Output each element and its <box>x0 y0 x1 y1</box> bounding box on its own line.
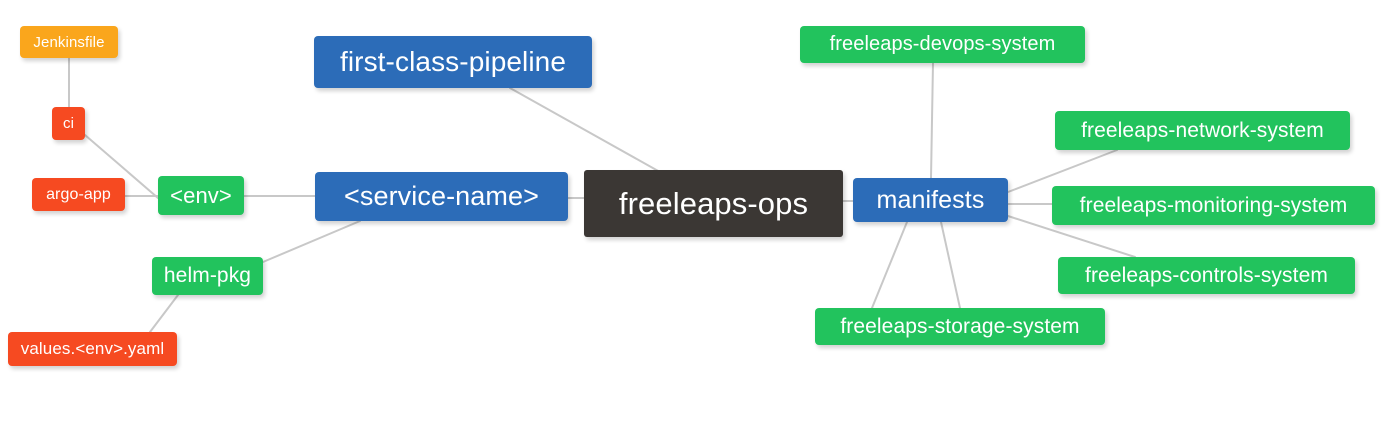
mindmap-node-network-system[interactable]: freeleaps-network-system <box>1055 111 1350 150</box>
edge-manifests-to-storage-system <box>940 221 961 309</box>
mindmap-node-storage-system[interactable]: freeleaps-storage-system <box>815 308 1105 345</box>
mindmap-node-ci[interactable]: ci <box>52 107 85 140</box>
mindmap-node-service-name[interactable]: <service-name> <box>315 172 568 221</box>
mindmap-node-devops-system[interactable]: freeleaps-devops-system <box>800 26 1085 63</box>
mindmap-node-argo-app[interactable]: argo-app <box>32 178 125 211</box>
mindmap-node-helm-pkg[interactable]: helm-pkg <box>152 257 263 295</box>
edge-manifests-to-storage-system-2 <box>871 221 908 309</box>
edge-first-class-pipeline-to-freeleaps-ops <box>509 87 661 173</box>
mindmap-node-monitoring-system[interactable]: freeleaps-monitoring-system <box>1052 186 1375 225</box>
mindmap-node-first-class-pipeline[interactable]: first-class-pipeline <box>314 36 592 88</box>
mindmap-node-controls-system[interactable]: freeleaps-controls-system <box>1058 257 1355 294</box>
mindmap-node-jenkinsfile[interactable]: Jenkinsfile <box>20 26 118 58</box>
mindmap-node-manifests[interactable]: manifests <box>853 178 1008 222</box>
mindmap-node-env[interactable]: <env> <box>158 176 244 215</box>
edge-helm-pkg-to-values-yaml <box>149 294 179 333</box>
mindmap-node-values-yaml[interactable]: values.<env>.yaml <box>8 332 177 366</box>
edge-manifests-to-devops-system <box>930 62 934 179</box>
mindmap-node-freeleaps-ops[interactable]: freeleaps-ops <box>584 170 843 237</box>
edge-service-name-to-helm-pkg <box>262 220 361 263</box>
